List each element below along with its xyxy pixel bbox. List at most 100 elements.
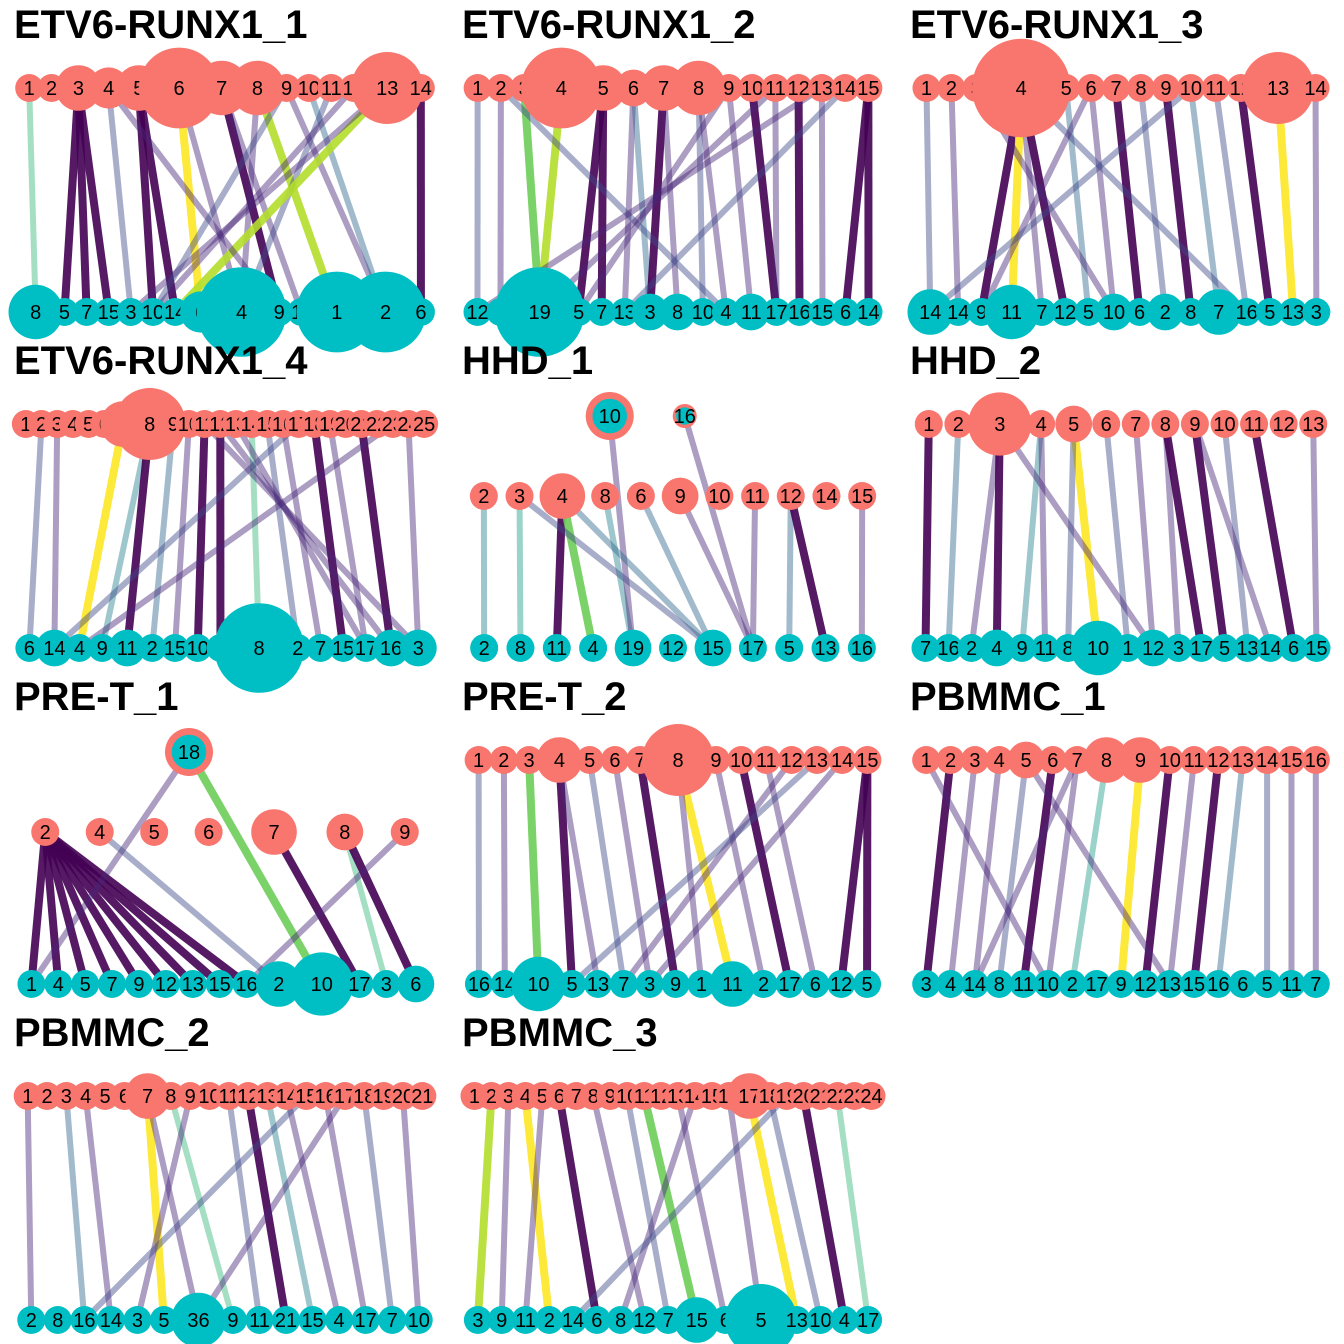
bottom-node-label: 3 [1173, 638, 1184, 660]
top-node [1092, 410, 1121, 438]
edge [1310, 423, 1320, 649]
bottom-node [17, 970, 46, 998]
top-node-label: 2 [40, 822, 51, 844]
bottom-node [1146, 293, 1184, 331]
bottom-node-label: 5 [573, 302, 584, 324]
top-node-label: 15 [851, 486, 873, 508]
panel-title: PBMMC_2 [14, 1011, 210, 1055]
top-node-label: 12 [1273, 414, 1295, 436]
edge [978, 86, 1094, 314]
edge [270, 830, 363, 986]
top-node-label: 8 [693, 78, 704, 100]
top-node-label: 11 [756, 750, 777, 772]
bottom-node [283, 634, 312, 662]
bottom-node-label: 15 [164, 638, 186, 660]
bottom-node [687, 970, 716, 998]
panel: PBMMC_3123456789101112131415161718192021… [460, 1011, 886, 1344]
edge [51, 423, 61, 649]
top-node-label: 2 [495, 78, 506, 100]
bottom-node-label: 13 [614, 302, 636, 324]
bottom-node-label: 8 [1185, 302, 1196, 324]
top-node-label: 4 [994, 750, 1005, 772]
bottom-node-label: 36 [187, 1310, 209, 1332]
top-node-label: 5 [1068, 414, 1079, 436]
top-node-label: 15 [857, 78, 879, 100]
edge [1132, 423, 1157, 649]
top-node-label: 3 [969, 750, 980, 772]
edge [1212, 87, 1250, 313]
bottom-node [1113, 634, 1142, 662]
top-node-label: 13 [256, 1086, 278, 1108]
bottom-node [831, 298, 860, 326]
bottom-node-label: 8 [254, 638, 265, 660]
top-node-label: 2 [953, 414, 964, 436]
bottom-node [372, 629, 410, 667]
top-node-label: 6 [1047, 750, 1058, 772]
top-node [1117, 737, 1164, 783]
top-node-label: 10 [198, 1086, 220, 1108]
top-node [406, 74, 435, 102]
top-node-label: 1 [469, 1086, 480, 1108]
edge [818, 87, 826, 313]
edge [558, 495, 598, 649]
top-node [626, 482, 655, 510]
edge [341, 831, 390, 985]
edge [399, 1095, 422, 1321]
bottom-node-label: 5 [862, 974, 873, 996]
top-node-label: 7 [1072, 750, 1083, 772]
top-node-label: 21 [411, 1086, 433, 1108]
top-node-label: 11 [745, 486, 766, 508]
top-node-label: 10 [1159, 750, 1181, 772]
edge [621, 758, 795, 986]
top-node-label: 11 [1205, 78, 1226, 100]
top-node [234, 1082, 263, 1110]
bottom-node-label: 11 [1001, 302, 1022, 324]
top-node-label: 1 [473, 750, 484, 772]
top-node-label: 12 [237, 1086, 259, 1108]
top-node [292, 1082, 321, 1110]
top-node [912, 746, 941, 774]
top-node-label: 4 [67, 414, 78, 436]
edge [134, 87, 180, 313]
bottom-node-label: 13 [182, 974, 204, 996]
edge [27, 831, 50, 985]
bottom-node-label: 17 [355, 1310, 377, 1332]
bottom-node [464, 970, 493, 998]
bottom-node [44, 970, 73, 998]
bottom-node [661, 970, 690, 998]
bottom-node-label: 12 [662, 638, 684, 660]
top-node-label: 9 [605, 1086, 616, 1108]
bottom-node [960, 970, 989, 998]
bottom-node [1279, 298, 1308, 326]
bottom-node [1070, 620, 1126, 676]
top-node [230, 60, 285, 116]
bottom-node-label: 11 [1035, 638, 1056, 660]
top-node-inner [171, 734, 207, 770]
edge [522, 1095, 546, 1321]
bottom-node-label: 4 [53, 974, 64, 996]
edge [42, 828, 249, 988]
top-node-label: 3 [994, 414, 1005, 436]
top-node [1063, 746, 1092, 774]
bottom-node [1031, 634, 1060, 662]
edge [923, 758, 1051, 986]
bottom-node-label: 2 [544, 1310, 555, 1332]
top-node-label: 14 [815, 486, 837, 508]
edge [537, 85, 778, 315]
edge [748, 87, 781, 313]
bottom-node [290, 952, 354, 1016]
edge [233, 422, 369, 650]
bottom-node [1180, 970, 1209, 998]
edge [26, 87, 39, 313]
bottom-node-label: 7 [618, 974, 629, 996]
top-node-label: 2 [41, 1086, 52, 1108]
edge-group [475, 757, 872, 987]
bottom-node [583, 970, 612, 998]
bottom-node [609, 970, 638, 998]
bottom-node [511, 956, 566, 1012]
top-node [1242, 52, 1315, 124]
edge [968, 423, 1003, 649]
bottom-node-label: 3 [644, 974, 655, 996]
edge [1038, 423, 1049, 649]
